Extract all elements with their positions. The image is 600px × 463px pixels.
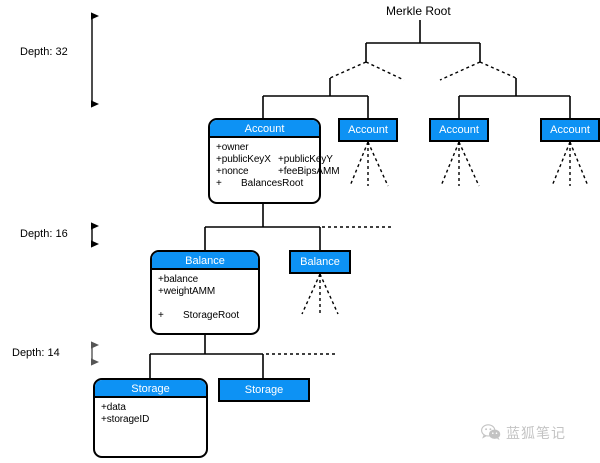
watermark-text: 蓝狐笔记 — [506, 424, 566, 441]
node-storage-leaf-1[interactable]: Storage — [218, 378, 310, 402]
node-storage-main-body: +data +storageID — [95, 398, 206, 456]
node-account-leaf-3-title: Account — [542, 120, 598, 140]
node-balance-leaf-1[interactable]: Balance — [289, 250, 351, 274]
attribute-row-nonce: +nonce +feeBipsAMM — [216, 166, 340, 178]
attribute-balance: +balance — [158, 274, 199, 285]
depth-label-32: Depth: 32 — [20, 46, 68, 58]
node-balance-main-title: Balance — [152, 252, 258, 270]
operation-storageroot: StorageRoot — [183, 310, 240, 321]
node-account-main-title: Account — [210, 120, 319, 138]
node-balance-main-body: +balance +weightAMM + StorageRoot — [152, 270, 258, 333]
node-balance-main[interactable]: Balance +balance +weightAMM + StorageRoo… — [150, 250, 260, 335]
node-account-leaf-2-title: Account — [431, 120, 487, 140]
attribute-publickeyx: +publicKeyX — [216, 154, 271, 165]
merkle-root-label: Merkle Root — [386, 4, 451, 18]
attribute-feebipsamm: +feeBipsAMM — [278, 166, 340, 177]
watermark: 蓝狐笔记 — [481, 424, 566, 441]
attribute-publickeyy: +publicKeyY — [278, 154, 333, 165]
attribute-storageid: +storageID — [101, 414, 150, 425]
node-account-main[interactable]: Account +owner +publicKeyX +publicKeyY +… — [208, 118, 340, 204]
node-balance-leaf-1-title: Balance — [291, 252, 349, 272]
attribute-data: +data — [101, 402, 126, 413]
node-account-main-body: +owner +publicKeyX +publicKeyY +nonce +f… — [210, 138, 340, 202]
operation-marker-storageroot: + — [158, 310, 164, 321]
depth-label-14: Depth: 14 — [12, 347, 60, 359]
node-account-leaf-1[interactable]: Account — [338, 118, 398, 142]
operation-balancesroot: BalancesRoot — [241, 178, 304, 189]
operation-marker-balancesroot: + — [216, 178, 222, 189]
attribute-owner: +owner — [216, 142, 249, 153]
depth-label-16: Depth: 16 — [20, 228, 68, 240]
node-storage-leaf-1-title: Storage — [220, 380, 308, 400]
attribute-nonce: +nonce — [216, 166, 249, 177]
node-storage-main[interactable]: Storage +data +storageID — [93, 378, 208, 458]
node-account-leaf-2[interactable]: Account — [429, 118, 489, 142]
node-account-leaf-3[interactable]: Account — [540, 118, 600, 142]
node-storage-main-title: Storage — [95, 380, 206, 398]
attribute-row-publickey: +publicKeyX +publicKeyY — [216, 154, 333, 166]
wechat-icon — [481, 424, 501, 440]
node-account-leaf-1-title: Account — [340, 120, 396, 140]
attribute-weightamm: +weightAMM — [158, 286, 216, 297]
